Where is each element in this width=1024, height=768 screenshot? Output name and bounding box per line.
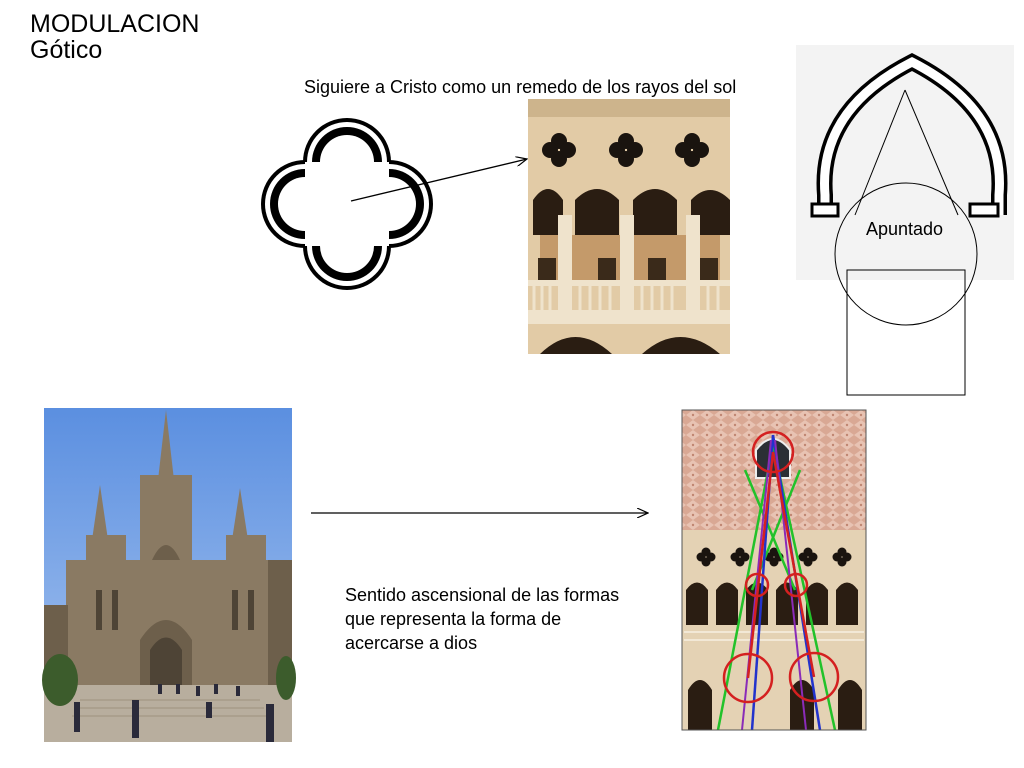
quatrefoil-icon bbox=[261, 118, 433, 290]
facade-analysis-image bbox=[681, 409, 867, 731]
caption-top: Siguiere a Cristo como un remedo de los … bbox=[304, 77, 737, 97]
palace-arcade-photo bbox=[528, 99, 730, 354]
caption-bottom: Sentido ascensional de las formas que re… bbox=[345, 585, 620, 653]
cathedral-photo bbox=[42, 408, 296, 742]
label-apuntado: Apuntado bbox=[866, 219, 944, 239]
slide-subtitle: Gótico bbox=[30, 36, 103, 64]
pointed-arch-diagram bbox=[796, 45, 1014, 396]
slide-title: MODULACION bbox=[30, 10, 200, 38]
arrow-top bbox=[350, 159, 527, 202]
